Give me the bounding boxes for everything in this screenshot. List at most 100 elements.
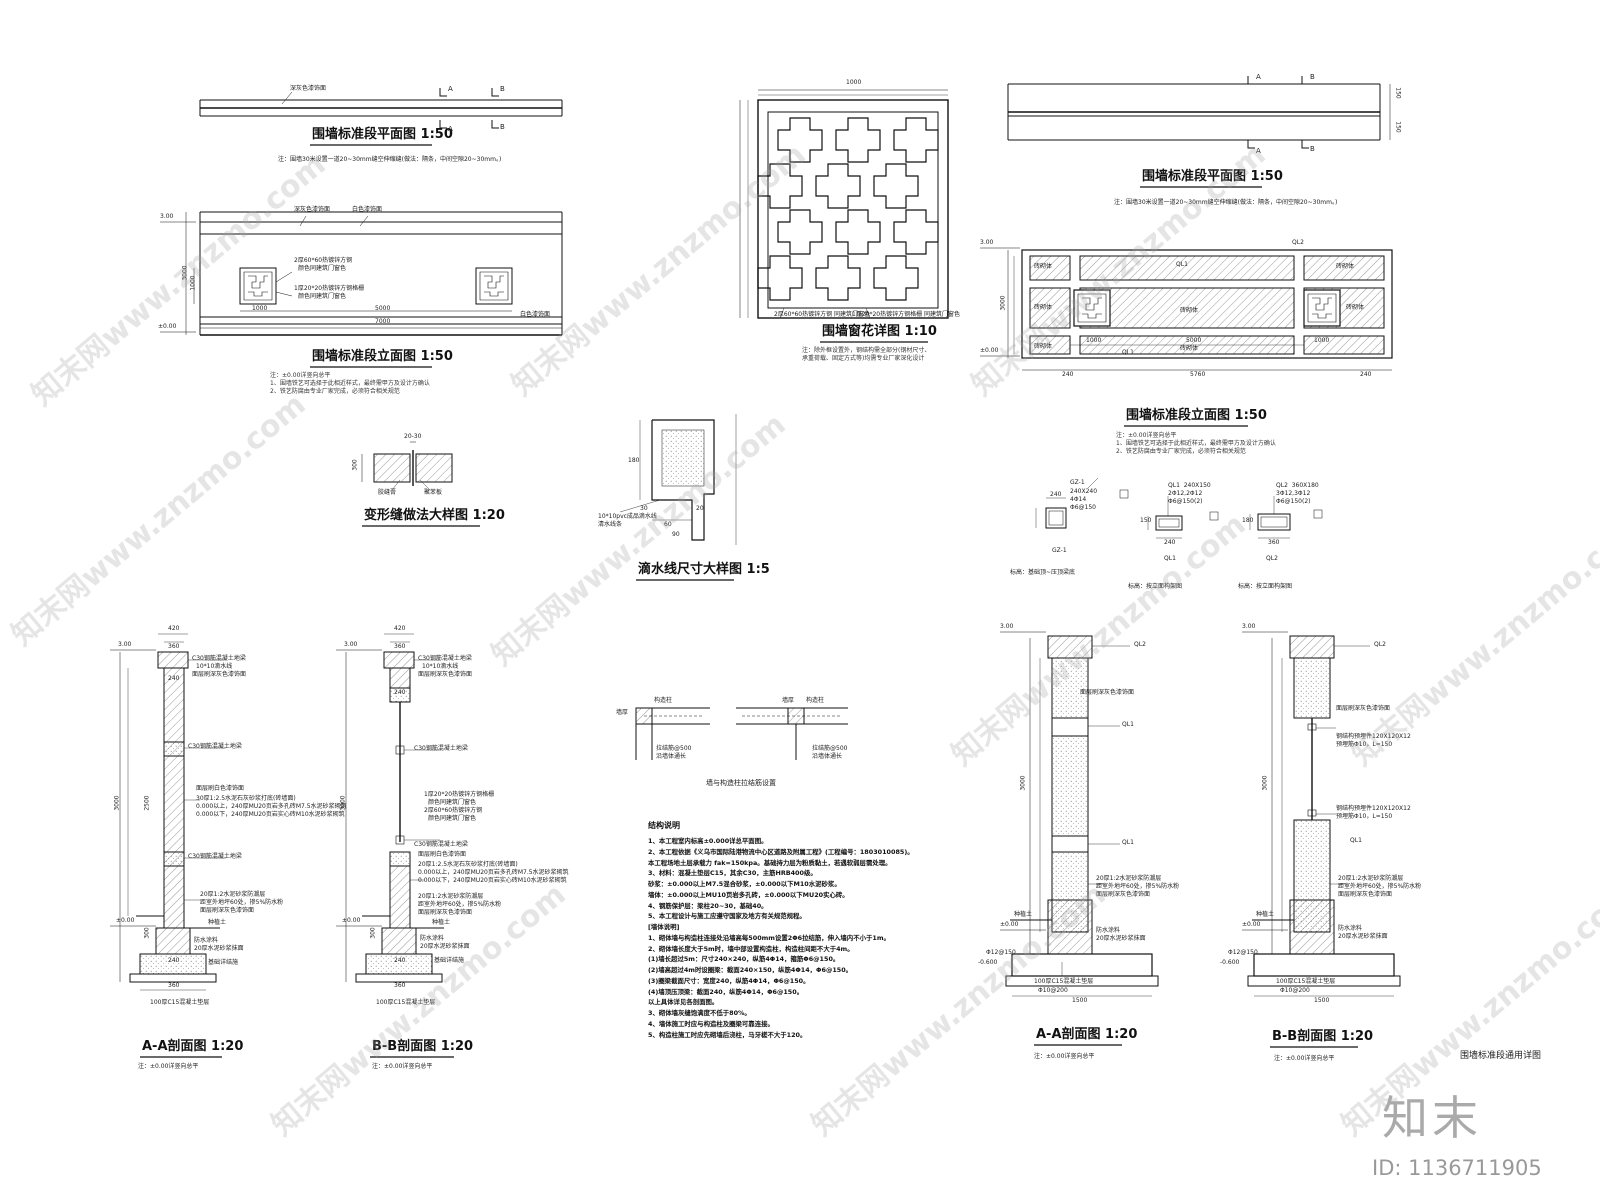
elev-label: 砖砌体 [1034,304,1053,311]
joint-detail-title: 变形缝做法大样图 1:20 [364,508,505,523]
section-label: C30钢筋混凝土地梁 [414,745,468,752]
ql2-spec: QL2 360X180 3Φ12,3Φ12 Φ6@150(2) [1276,482,1319,505]
section-label: QL1 [1122,839,1134,846]
section-mark-b: B [1310,145,1315,153]
section-label: C30钢筋混凝土地梁 [188,743,242,750]
section-label: QL1 [1122,721,1134,728]
lattice-cross [835,117,881,163]
section-label: 20厚水泥砂浆抹面 [1338,933,1388,940]
dim: 420 [394,625,406,632]
section-label: 颜色同建筑门窗色 [428,799,477,806]
section-label: Φ10@200 [1280,987,1310,994]
elev-label: 颜色同建筑门窗色 [298,265,347,272]
section-label: 10*10滴水线 [196,663,233,670]
lattice-cross [873,255,919,301]
elev-label: QL1 [1176,261,1188,268]
dim: 240 [394,689,406,696]
section-label: 面层刷深灰色漆饰面 [418,671,473,678]
section-mark-b: B [1310,73,1315,81]
dim: 7000 [375,318,391,325]
section-label: 距室外地坪60处，掺5%防水粉 [418,901,502,908]
section-label: 钢结构预埋件120X120X12 [1336,733,1411,740]
dim: 1500 [1314,997,1330,1004]
brand-logo: 知末 [1382,1091,1482,1145]
elev-label: 砖砌体 [1034,263,1053,270]
level-zero: ±0.00 [1242,921,1261,928]
drip-label: 清水线条 [598,521,623,528]
image-id: ID: 1136711905 [1372,1156,1542,1180]
column-name: QL1 [1164,555,1176,562]
dim: 3000 [1261,775,1269,791]
section-label: 距室外地坪60处，掺5%防水粉 [200,899,284,906]
elevation-left-title: 围墙标准段立面图 1:50 [312,349,453,364]
section-label: Φ12@150 [1228,949,1258,956]
section-note: 注：±0.00详竖向总平 [372,1063,433,1070]
section-label: 2厚60*60热镀锌方钢 [424,807,483,814]
dim: 420 [168,625,180,632]
section-label: 0.000以上，240厚MU20页岩多孔砖M7.5水泥砂浆砌筑 [196,803,347,810]
tie-detail-drawing [635,707,848,760]
level-zero: ±0.00 [1000,921,1019,928]
column-name: QL2 [1266,555,1278,562]
dim: 3000 [1019,775,1027,791]
section-mark-a: A [448,125,453,133]
window-notes: 注：除外框设置外，钢结构需全部分(钢材尺寸、 承重荷载、固定方式等)均需专业厂家… [802,347,931,363]
dim: 90 [672,531,680,538]
dim: 5000 [1186,337,1202,344]
tie-label: 构造柱 [806,697,825,704]
spec-body: 1、本工程室内标高±0.000详总平面图。 2、本工程依据《义乌市国际陆港物流中… [648,837,914,1039]
section-aa-left-drawing [110,633,226,991]
ql1-spec: QL1 240X150 2Φ12,2Φ12 Φ6@150(2) [1168,482,1211,505]
dim: 360 [1268,539,1280,546]
section-label: 防水涂料 [194,937,219,944]
section-label: QL1 [1350,837,1362,844]
elevation-left-notes: 注：±0.00详竖向总平 1、围墙铁艺可选择于此相近样式，最终需甲方及设计方确认… [270,372,430,396]
gz1-name: GZ-1 [1070,479,1085,486]
level-zero: ±0.00 [158,323,177,330]
elev-label: 白色漆饰面 [352,206,383,213]
section-label: 20厚水泥砂浆抹面 [1096,935,1146,942]
gz1-caption: 标高：基础顶~压顶梁底 [1010,569,1076,576]
elev-label: 砖砌体 [1034,343,1053,350]
section-label: 20厚1:2水泥砂浆防潮层 [1096,875,1162,882]
drip-detail-drawing [619,414,737,545]
ql1-caption: 标高：按立面构架图 [1128,583,1183,590]
section-label: 100厚C15混凝土垫层 [1034,978,1094,985]
section-label: 100厚C15混凝土垫层 [150,999,210,1006]
section-label: C30钢筋混凝土地梁 [418,655,472,662]
plan-right-note: 注：围墙30米设置一道20~30mm缝空伸缩缝(做法：隔条，中间空隙20~30m… [1114,199,1338,206]
dim: 360 [394,643,406,650]
dim: 5760 [1190,371,1206,378]
elev-label: 砖砌体 [1336,263,1355,270]
level-zero: ±0.00 [116,917,135,924]
dim: 1000 [1086,337,1102,344]
dim: 150 [1394,121,1402,133]
section-label: 距室外地坪60处，掺5%防水粉 [1096,883,1180,890]
level-zero: ±0.00 [980,347,999,354]
tie-label: 拉结筋@500 [812,745,848,752]
tie-detail-title: 墙与构造柱拉结筋设置 [706,779,776,787]
level-top: 3.00 [1242,623,1256,630]
elev-label: 砖砌体 [1180,345,1199,352]
section-label: 1厚20*20热镀锌方钢格栅 [424,791,495,798]
section-label: 面层刷白色漆饰面 [418,851,467,858]
dim: 240 [1062,371,1074,378]
section-mark-b: B [500,85,505,93]
plan-left-drawing [199,88,563,129]
elev-label: 白色漆饰面 [520,311,551,318]
section-label: QL2 [1374,641,1386,648]
section-bb-right-drawing [1242,631,1401,997]
section-label: C30钢筋混凝土地梁 [192,655,246,662]
elev-label: 砖砌体 [1346,304,1365,311]
window-detail-title: 围墙窗花详图 1:10 [822,324,937,339]
section-label: 面层刷深灰色漆饰面 [1338,891,1393,898]
elev-label: 1厚20*20热镀锌方钢格栅 [294,285,365,292]
section-label: 面层刷深灰色漆饰面 [418,909,473,916]
joint-detail-drawing [361,441,453,491]
window-label: 1厚20*20热镀锌方钢格栅 同建筑门窗色 [852,311,960,318]
dim: 300 [143,927,151,939]
level-top: 3.00 [1000,623,1014,630]
section-label: 基础详结施 [208,959,239,966]
